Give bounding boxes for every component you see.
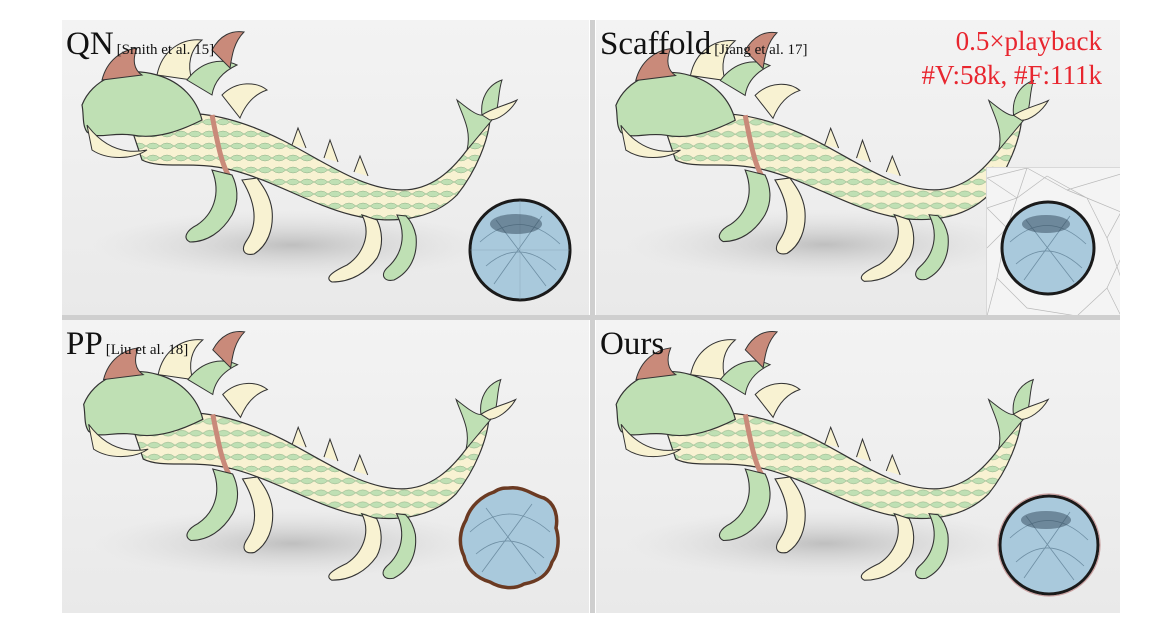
method-name: PP: [66, 326, 103, 362]
panel-title: Ours: [600, 326, 667, 363]
panel-pp: PP[Liu et al. 18]: [62, 320, 589, 613]
method-name: Scaffold: [600, 26, 712, 62]
panel-ours: Ours: [596, 320, 1120, 613]
uv-disk: [1000, 200, 1096, 296]
playback-info: 0.5×playback #V:58k, #F:111k: [921, 24, 1102, 92]
uv-disk-wavy: [458, 486, 560, 590]
panel-qn: QN[Smith et al. 15]: [62, 20, 589, 315]
panel-scaffold: Scaffold[Jiang et al. 17] 0.5×playback #…: [596, 20, 1120, 315]
playback-speed: 0.5×playback: [955, 26, 1102, 56]
panel-title: PP[Liu et al. 18]: [66, 326, 188, 363]
scaffold-triangulation: [986, 167, 1120, 315]
citation: [Jiang et al. 17]: [714, 42, 808, 58]
panel-title: Scaffold[Jiang et al. 17]: [600, 26, 808, 63]
method-name: Ours: [600, 326, 665, 362]
uv-disk: [468, 198, 572, 302]
mesh-stats: #V:58k, #F:111k: [921, 60, 1102, 90]
panel-title: QN[Smith et al. 15]: [66, 26, 214, 63]
citation: [Liu et al. 18]: [105, 342, 189, 358]
method-name: QN: [66, 26, 114, 62]
panel-divider-horizontal: [62, 315, 1120, 320]
uv-disk: [997, 493, 1101, 597]
citation: [Smith et al. 15]: [116, 42, 215, 58]
